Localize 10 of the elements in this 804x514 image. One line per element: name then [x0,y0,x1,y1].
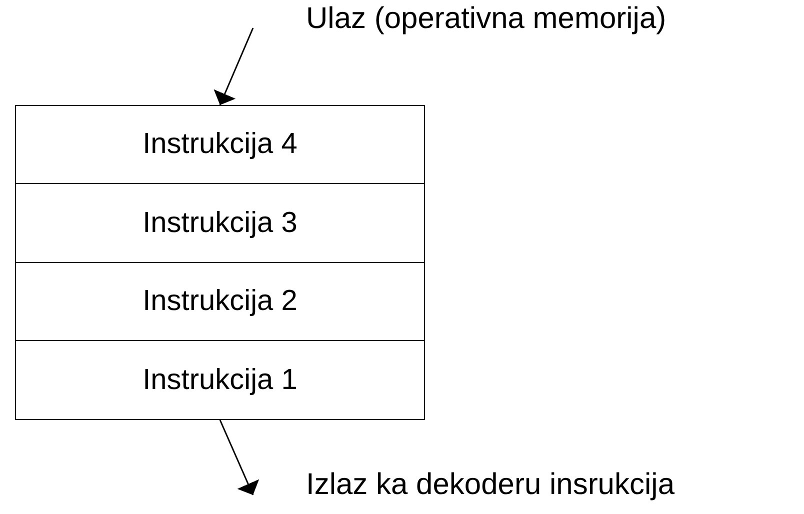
cell-text: Instrukcija 2 [142,285,298,318]
arrow-caption: Izlaz ka dekoderu insrukcija [306,468,675,502]
arrow-caption: Ulaz (operativna memorija) [306,2,666,36]
cell-text: Instrukcija 3 [142,206,298,240]
cell-text: Instrukcija 1 [142,364,298,396]
stack-cell [15,263,425,341]
cell-text: Instrukcija 4 [142,128,298,161]
stack-cell [15,105,425,184]
stack-cell [15,184,425,263]
stack-cell [15,341,425,420]
